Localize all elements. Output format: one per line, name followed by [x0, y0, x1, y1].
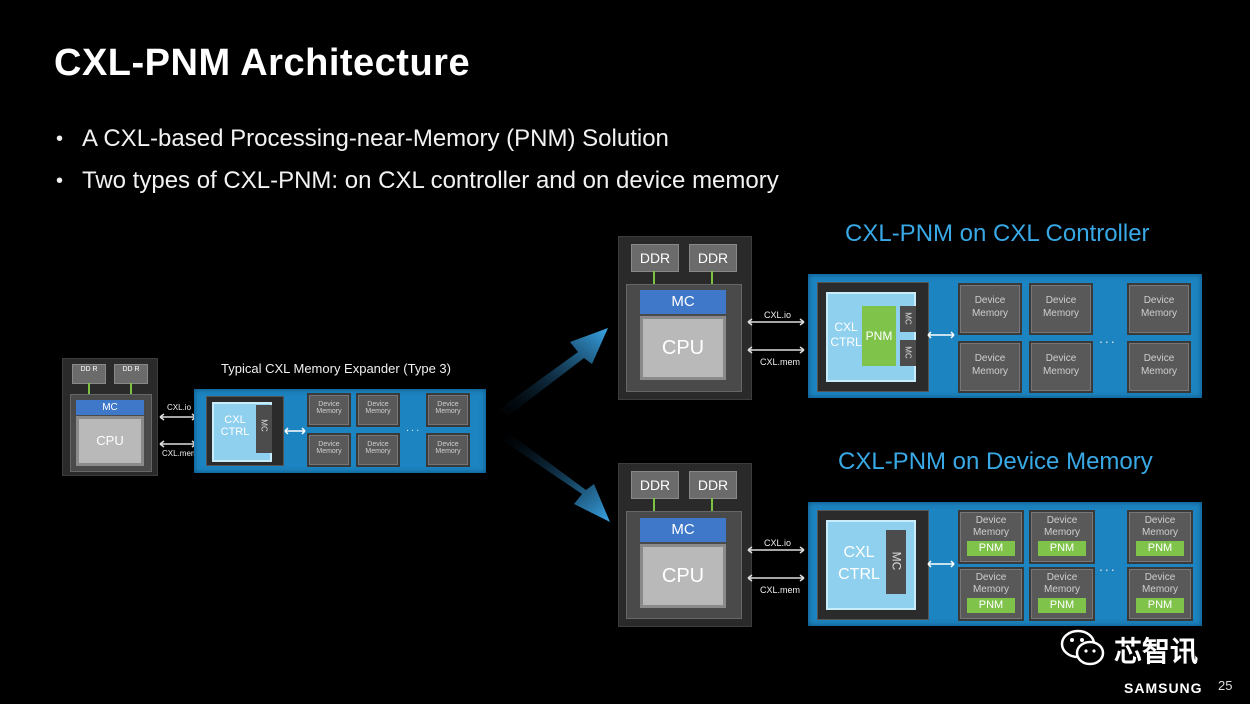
device-memory-label: Device Memory	[972, 515, 1010, 538]
controller-cxl-mem-label: CXL.mem	[760, 357, 801, 367]
bullet-list: • A CXL-based Processing-near-Memory (PNM…	[56, 118, 779, 202]
typical-cxl-mem-arrow-icon	[159, 440, 197, 448]
device-cxl-io-arrow-icon	[747, 546, 805, 554]
device-memory-module: Device Memory PNM	[960, 569, 1022, 619]
device-internal-arrow-icon	[927, 560, 955, 568]
typical-panel-label: Typical CXL Memory Expander (Type 3)	[221, 361, 451, 376]
device-cxl-io-label: CXL.io	[764, 538, 792, 548]
controller-ctrl-mc-label: MC	[903, 346, 913, 359]
typical-ctrl-mc-label: MC	[259, 419, 269, 432]
bullet-item: • A CXL-based Processing-near-Memory (PNM…	[56, 118, 779, 160]
device-memory-module: Device Memory PNM	[1031, 569, 1093, 619]
device-memory-label: Device Memory	[1043, 572, 1081, 595]
controller-mc: MC	[640, 290, 726, 314]
controller-device-memory: Device Memory	[960, 285, 1020, 333]
typical-ctrl-mc: MC	[256, 405, 272, 453]
bullet-item: • Two types of CXL-PNM: on CXL controller…	[56, 160, 779, 202]
device-memory-label: Device Memory	[1141, 515, 1179, 538]
typical-device-memory: Device Memory	[358, 435, 398, 465]
typical-device-memory: Device Memory	[428, 435, 468, 465]
typical-mc: MC	[76, 400, 144, 415]
page-number: 25	[1218, 678, 1233, 693]
typical-device-memory: Device Memory	[309, 435, 349, 465]
device-memory-module: Device Memory PNM	[1031, 512, 1093, 562]
controller-ctrl-mc-1: MC	[900, 306, 916, 332]
controller-ddr-1: DDR	[631, 244, 679, 272]
device-memory-module: Device Memory PNM	[960, 512, 1022, 562]
device-mc: MC	[640, 518, 726, 542]
device-memory-label: Device Memory	[1141, 572, 1179, 595]
typical-ddr-1: DD R	[72, 364, 106, 384]
device-cxl-ctrl-label: CXL CTRL	[838, 544, 880, 583]
controller-internal-arrow-icon	[927, 331, 955, 339]
typical-device-memory: Device Memory	[358, 395, 398, 425]
device-memory-module: Device Memory PNM	[1129, 569, 1191, 619]
bullet-text: Two types of CXL-PNM: on CXL controller …	[82, 167, 779, 194]
device-pnm-chip: PNM	[1136, 541, 1184, 556]
bullet-dot-icon: •	[56, 169, 64, 192]
slide-title: CXL-PNM Architecture	[54, 42, 471, 84]
controller-cxl-mem-arrow-icon	[747, 346, 805, 354]
device-pnm-chip: PNM	[1038, 598, 1086, 613]
typical-device-memory: Device Memory	[309, 395, 349, 425]
bullet-dot-icon: •	[56, 127, 64, 150]
typical-internal-arrow-icon	[284, 427, 306, 435]
controller-cxl-ctrl-label: CXL CTRL	[830, 320, 862, 349]
device-ddr-2: DDR	[689, 471, 737, 499]
device-memory-module: Device Memory PNM	[1129, 512, 1191, 562]
upper-flow-arrow-icon	[498, 328, 608, 416]
samsung-logo: SAMSUNG	[1124, 680, 1203, 696]
controller-ctrl-mc-2: MC	[900, 340, 916, 366]
watermark-text: 芯智讯	[1114, 636, 1199, 667]
typical-ddr-2: DD R	[114, 364, 148, 384]
device-pnm-chip: PNM	[967, 541, 1015, 556]
controller-cxl-io-label: CXL.io	[764, 310, 792, 320]
device-pnm-chip: PNM	[1136, 598, 1184, 613]
device-wire	[711, 498, 713, 516]
device-memory-label: Device Memory	[1043, 515, 1081, 538]
device-ellipsis: ...	[1099, 558, 1117, 574]
device-ddr-1: DDR	[631, 471, 679, 499]
controller-wire	[711, 271, 713, 289]
controller-ctrl-mc-label: MC	[903, 312, 913, 325]
device-ctrl-mc: MC	[886, 530, 906, 594]
typical-device-memory: Device Memory	[428, 395, 468, 425]
typical-cxl-io-arrow-icon	[159, 413, 197, 421]
typical-ellipsis: ...	[406, 422, 422, 434]
controller-device-memory: Device Memory	[1031, 343, 1091, 391]
device-title: CXL-PNM on Device Memory	[838, 448, 1153, 475]
controller-device-memory: Device Memory	[1031, 285, 1091, 333]
typical-cpu: CPU	[76, 416, 144, 466]
controller-wire	[653, 271, 655, 289]
device-cpu: CPU	[640, 544, 726, 608]
device-wire	[653, 498, 655, 516]
device-pnm-chip: PNM	[967, 598, 1015, 613]
device-ctrl-mc-label: MC	[888, 551, 903, 571]
typical-cxl-mem-label: CXL.mem	[162, 449, 198, 458]
typical-cxl-ctrl-label: CXL CTRL	[220, 414, 250, 438]
controller-title: CXL-PNM on CXL Controller	[845, 220, 1150, 247]
controller-pnm: PNM	[862, 306, 896, 366]
lower-flow-arrow-icon	[502, 434, 610, 522]
typical-wire	[88, 383, 90, 397]
controller-device-memory: Device Memory	[960, 343, 1020, 391]
controller-device-memory: Device Memory	[1129, 343, 1189, 391]
device-cxl-mem-arrow-icon	[747, 574, 805, 582]
typical-wire	[130, 383, 132, 397]
bullet-text: A CXL-based Processing-near-Memory (PNM)…	[82, 125, 669, 152]
typical-cxl-io-label: CXL.io	[167, 403, 192, 412]
controller-ellipsis: ...	[1099, 330, 1117, 346]
device-cxl-mem-label: CXL.mem	[760, 585, 801, 595]
controller-cxl-io-arrow-icon	[747, 318, 805, 326]
controller-device-memory: Device Memory	[1129, 285, 1189, 333]
device-memory-label: Device Memory	[972, 572, 1010, 595]
controller-ddr-2: DDR	[689, 244, 737, 272]
device-pnm-chip: PNM	[1038, 541, 1086, 556]
controller-cpu: CPU	[640, 316, 726, 380]
wechat-icon	[1060, 629, 1105, 666]
